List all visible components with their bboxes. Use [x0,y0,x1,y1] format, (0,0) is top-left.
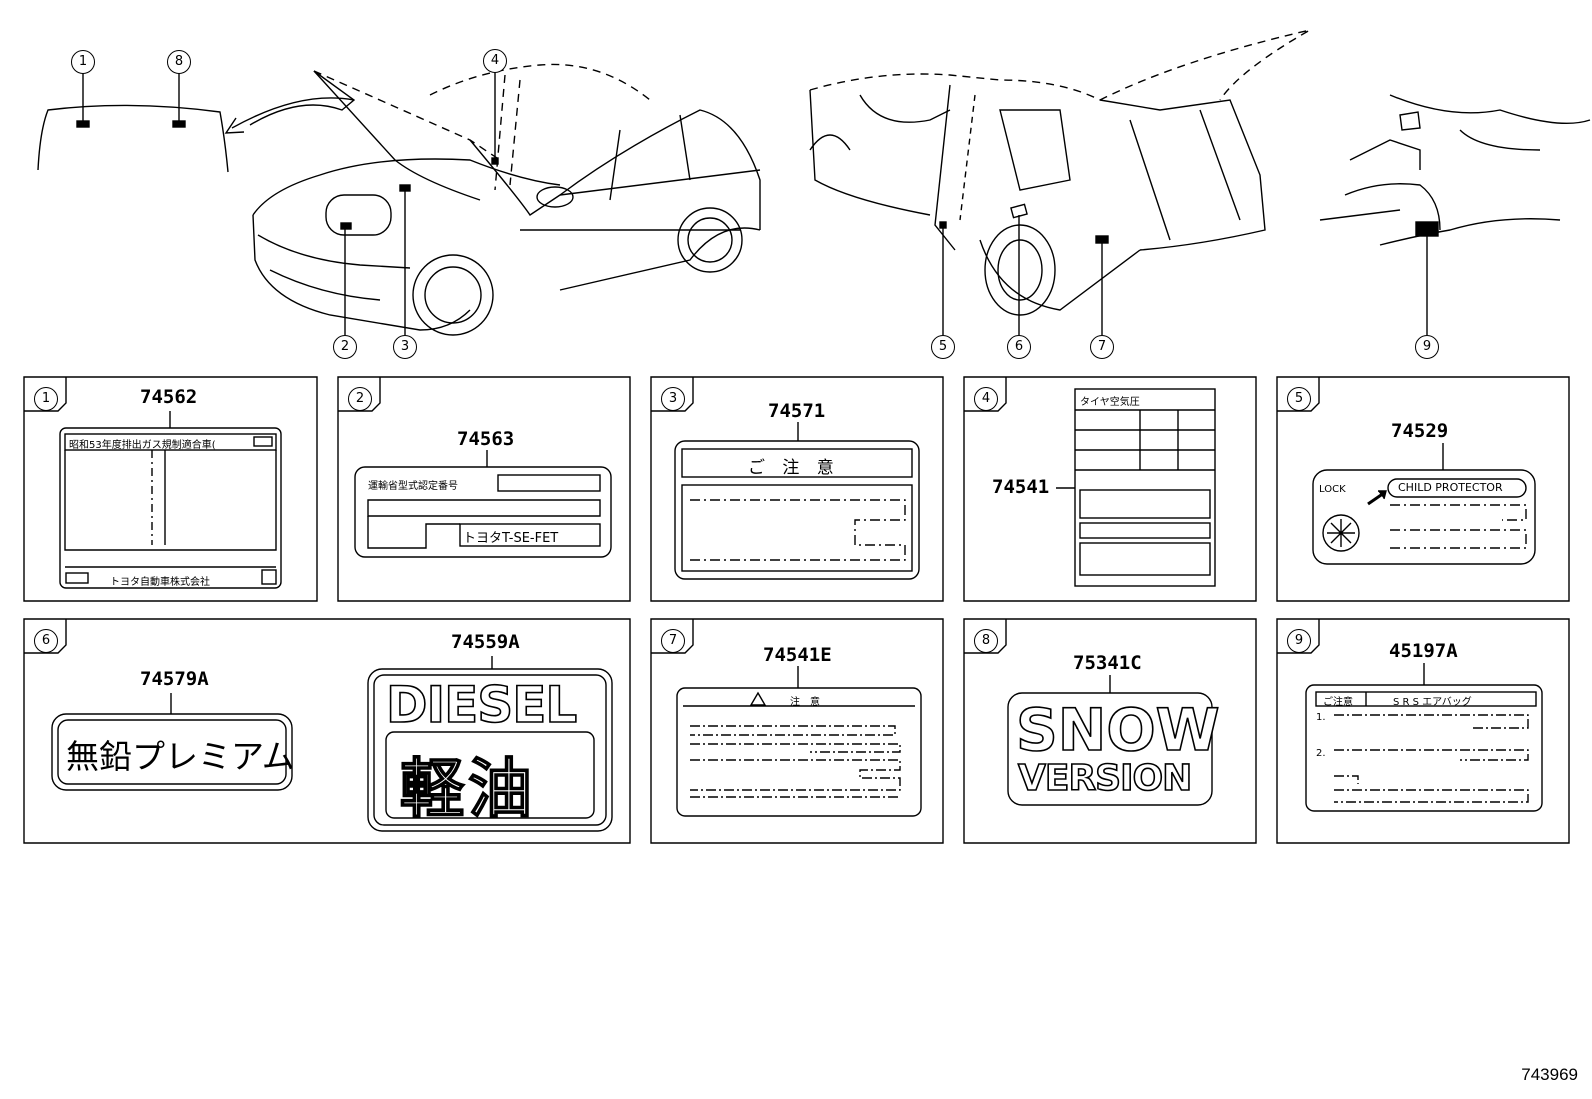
label-74571-drawing [674,422,920,580]
callout-9: 9 [1415,335,1439,359]
panel-5-number: 5 [1287,387,1311,411]
label-74559A-drawing [367,656,613,832]
label-keiyu-text: 軽油 [399,752,536,828]
panel-3-number: 3 [661,387,685,411]
part-number-74559A: 74559A [451,631,520,653]
part-number-74529: 74529 [1391,420,1449,442]
label-snow-text: SNOW [1015,695,1220,765]
label-74562-footer: トヨタ自動車株式会社 [110,577,210,588]
windshield-inset [37,70,356,173]
panel-7-number: 7 [661,629,685,653]
panel-9-number: 9 [1287,629,1311,653]
label-diesel-text: DIESEL [385,675,578,735]
label-45197A-drawing [1305,663,1543,812]
callout-8: 8 [167,50,191,74]
label-74562-header: 昭和53年度排出ガス規制適合車( [69,440,216,451]
callout-2: 2 [333,335,357,359]
part-number-74541: 74541 [992,476,1050,498]
callout-7: 7 [1090,335,1114,359]
callout-5: 5 [931,335,955,359]
label-74563-line1: 運輸省型式認定番号 [368,481,458,492]
document-number: 743969 [1521,1065,1578,1084]
label-74541-header: タイヤ空気圧 [1080,397,1140,408]
label-74541E-title: 注 意 [790,697,820,708]
panel-4-number: 4 [974,387,998,411]
label-45197A-caution: ご注意 [1323,697,1353,708]
label-premium-unleaded-text: 無鉛プレミアム [66,737,295,776]
rear-car-illustration [809,29,1311,335]
part-number-74562: 74562 [140,386,198,408]
label-74541E-drawing [676,666,922,817]
part-number-74541E: 74541E [763,644,832,666]
panel-2-number: 2 [348,387,372,411]
label-45197A-item-1: 1. [1316,712,1326,723]
panel-frames [23,376,1570,844]
part-number-74563: 74563 [457,428,515,450]
label-45197A-item-2: 2. [1316,748,1326,759]
label-74541-drawing [1056,388,1216,587]
label-74529-child-protector: CHILD PROTECTOR [1398,481,1503,494]
part-number-75341C: 75341C [1073,652,1142,674]
label-version-text: VERSION [1017,757,1193,800]
interior-inset [1319,94,1591,335]
label-74529-drawing [1312,443,1536,565]
label-74563-code: トヨタT-SE-FET [463,531,559,546]
part-number-45197A: 45197A [1389,640,1458,662]
panel-8-number: 8 [974,629,998,653]
part-number-74571: 74571 [768,400,826,422]
callout-6: 6 [1007,335,1031,359]
panel-1-number: 1 [34,387,58,411]
callout-1: 1 [71,50,95,74]
part-number-74579A: 74579A [140,668,209,690]
panel-6-number: 6 [34,629,58,653]
label-75341C-drawing [1007,675,1213,806]
label-74571-title: ご 注 意 [748,458,840,478]
label-74579A-drawing [51,693,293,791]
front-car-illustration [252,63,761,336]
label-74562-drawing [59,411,282,589]
callout-3: 3 [393,335,417,359]
label-45197A-srs: S R S エアバッグ [1393,697,1472,708]
label-74563-drawing [354,450,612,558]
label-74529-lock: LOCK [1319,484,1346,495]
callout-4: 4 [483,49,507,73]
